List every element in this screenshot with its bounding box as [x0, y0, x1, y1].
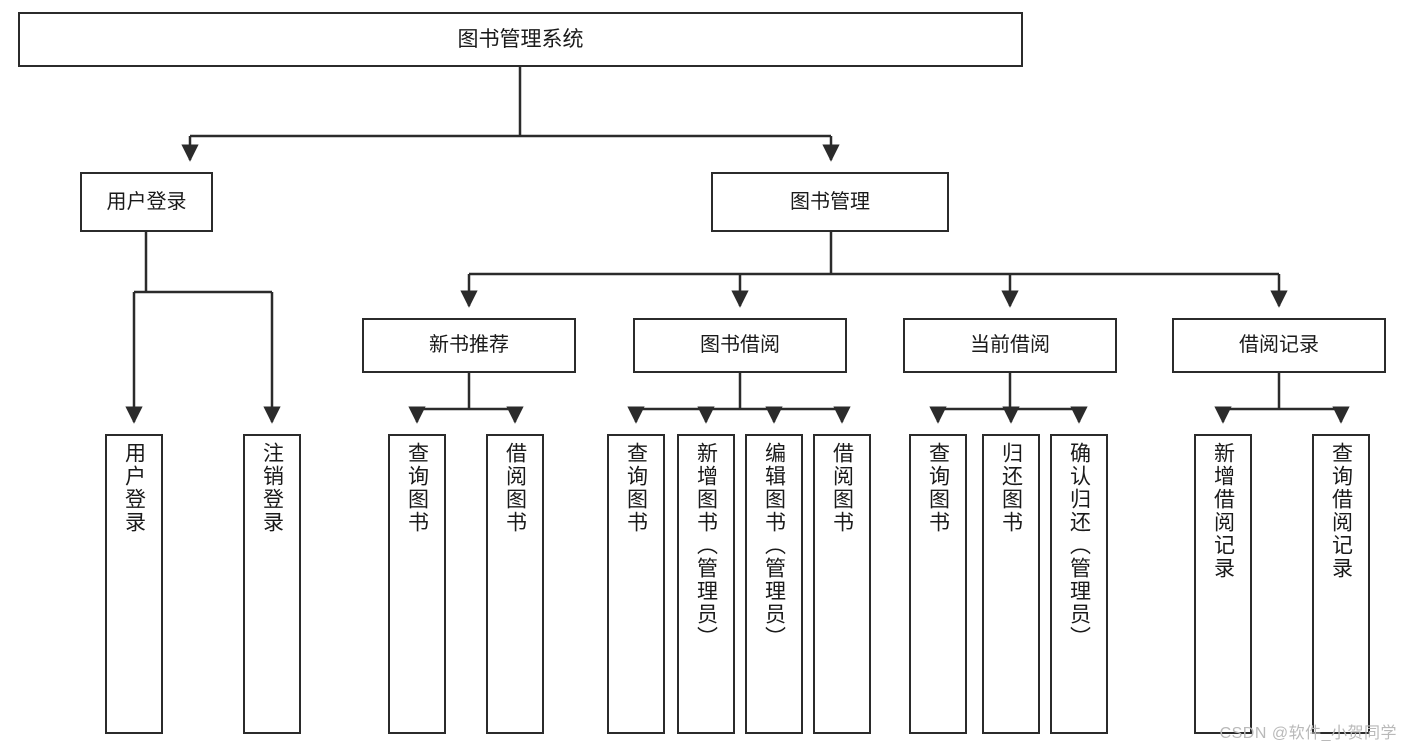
node-borrow-record[interactable]: 借阅记录 [1172, 318, 1386, 373]
node-label: 借阅记录 [1239, 334, 1319, 357]
node-book-management[interactable]: 图书管理 [711, 172, 949, 232]
leaf-label: 查询图书 [926, 442, 950, 534]
leaf-return-book[interactable]: 归还图书 [982, 434, 1040, 734]
leaf-add-borrow-record[interactable]: 新增借阅记录 [1194, 434, 1252, 734]
leaf-logout[interactable]: 注销登录 [243, 434, 301, 734]
leaf-label: 新增图书（管理员） [694, 442, 718, 649]
node-label: 当前借阅 [970, 334, 1050, 357]
leaf-user-login[interactable]: 用户登录 [105, 434, 163, 734]
leaf-label: 新增借阅记录 [1211, 442, 1235, 580]
node-book-borrow[interactable]: 图书借阅 [633, 318, 847, 373]
node-user-login[interactable]: 用户登录 [80, 172, 213, 232]
node-new-book-recommend[interactable]: 新书推荐 [362, 318, 576, 373]
leaf-query-book-recommend[interactable]: 查询图书 [388, 434, 446, 734]
leaf-query-borrow-record[interactable]: 查询借阅记录 [1312, 434, 1370, 734]
leaf-add-book-admin[interactable]: 新增图书（管理员） [677, 434, 735, 734]
leaf-query-book-borrow[interactable]: 查询图书 [607, 434, 665, 734]
leaf-edit-book-admin[interactable]: 编辑图书（管理员） [745, 434, 803, 734]
leaf-confirm-return-admin[interactable]: 确认归还（管理员） [1050, 434, 1108, 734]
leaf-label: 查询图书 [624, 442, 648, 534]
leaf-label: 借阅图书 [503, 442, 527, 534]
leaf-label: 确认归还（管理员） [1067, 442, 1091, 649]
node-label: 图书管理系统 [457, 27, 584, 51]
node-current-borrow[interactable]: 当前借阅 [903, 318, 1117, 373]
leaf-label: 归还图书 [999, 442, 1023, 534]
leaf-label: 编辑图书（管理员） [762, 442, 786, 649]
leaf-label: 注销登录 [260, 442, 284, 534]
leaf-query-book-current[interactable]: 查询图书 [909, 434, 967, 734]
leaf-label: 查询图书 [405, 442, 429, 534]
leaf-borrow-book[interactable]: 借阅图书 [813, 434, 871, 734]
node-root[interactable]: 图书管理系统 [18, 12, 1023, 67]
node-label: 图书借阅 [700, 334, 780, 357]
node-label: 新书推荐 [429, 334, 509, 357]
leaf-label: 借阅图书 [830, 442, 854, 534]
node-label: 用户登录 [106, 190, 187, 213]
leaf-label: 用户登录 [122, 442, 146, 534]
watermark: CSDN @软件_小贺同学 [1219, 725, 1397, 742]
node-label: 图书管理 [790, 190, 870, 213]
leaf-borrow-book-recommend[interactable]: 借阅图书 [486, 434, 544, 734]
leaf-label: 查询借阅记录 [1329, 442, 1353, 580]
